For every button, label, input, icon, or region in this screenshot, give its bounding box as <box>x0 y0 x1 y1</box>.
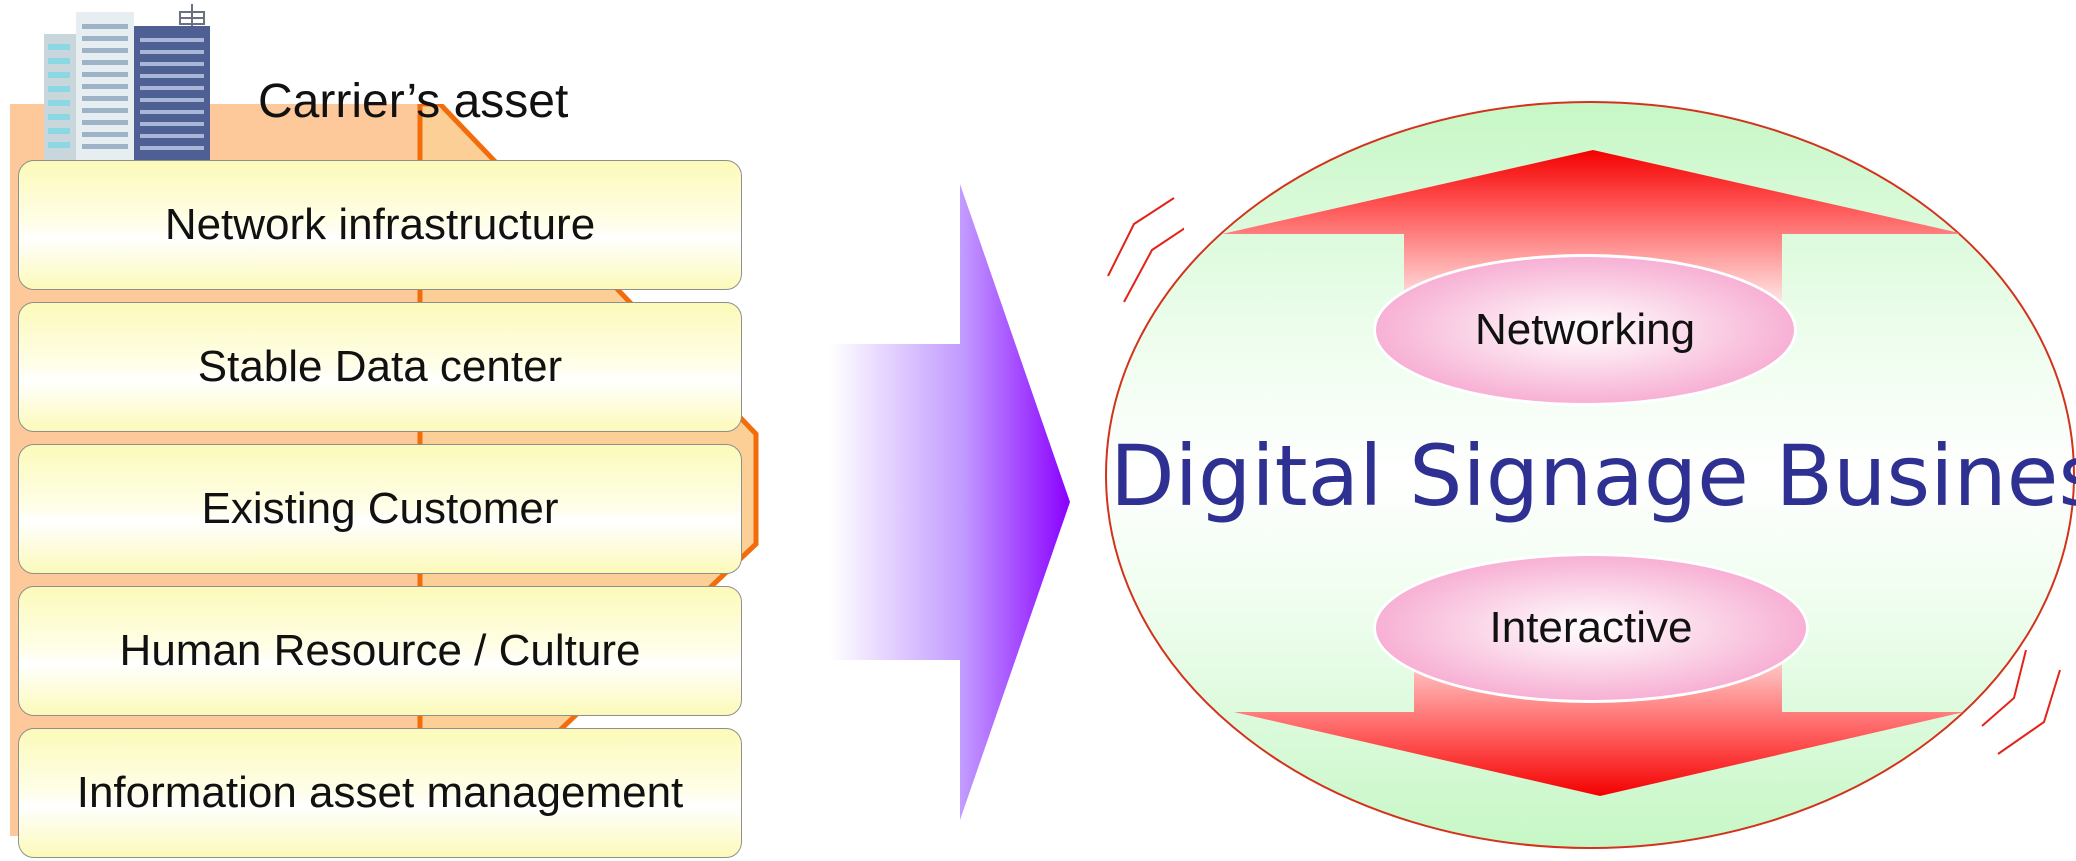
digital-signage-business-title: Digital Signage Business <box>1110 427 2076 525</box>
motion-lines-right <box>1981 650 2061 755</box>
motion-lines-left <box>1107 197 1184 303</box>
networking-pill: Networking <box>1373 254 1797 406</box>
asset-box-network-infrastructure: Network infrastructure <box>18 160 742 290</box>
building-icon <box>44 4 210 164</box>
asset-box-existing-customer: Existing Customer <box>18 444 742 574</box>
asset-box-information-asset-management: Information asset management <box>18 728 742 858</box>
carrier-asset-title: Carrier’s asset <box>258 75 569 128</box>
asset-box-human-resource-culture: Human Resource / Culture <box>18 586 742 716</box>
asset-box-stable-data-center: Stable Data center <box>18 302 742 432</box>
interactive-pill: Interactive <box>1373 553 1809 703</box>
transition-arrow <box>830 184 1070 820</box>
